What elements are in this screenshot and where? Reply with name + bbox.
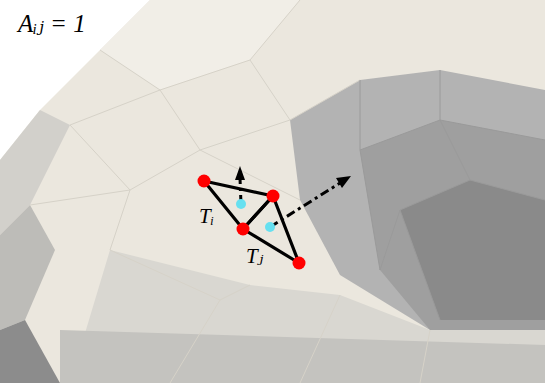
pit-wall [360,120,545,330]
centroid-dot [236,199,275,232]
pit-wall [290,70,545,330]
arrowhead [336,176,351,188]
rim [60,330,545,383]
equation-label: Aᵢⱼ = 1 [18,10,86,38]
triangle-label: Tᵢ [199,205,214,228]
arrowhead [235,166,245,180]
normal-vector [240,178,340,227]
mesh-edges [360,70,545,320]
mesh-edges [30,0,430,383]
surface-band [0,205,55,330]
surface-band [0,320,60,383]
triangle-label: Tⱼ [246,245,263,268]
vertex-dot [198,175,306,270]
